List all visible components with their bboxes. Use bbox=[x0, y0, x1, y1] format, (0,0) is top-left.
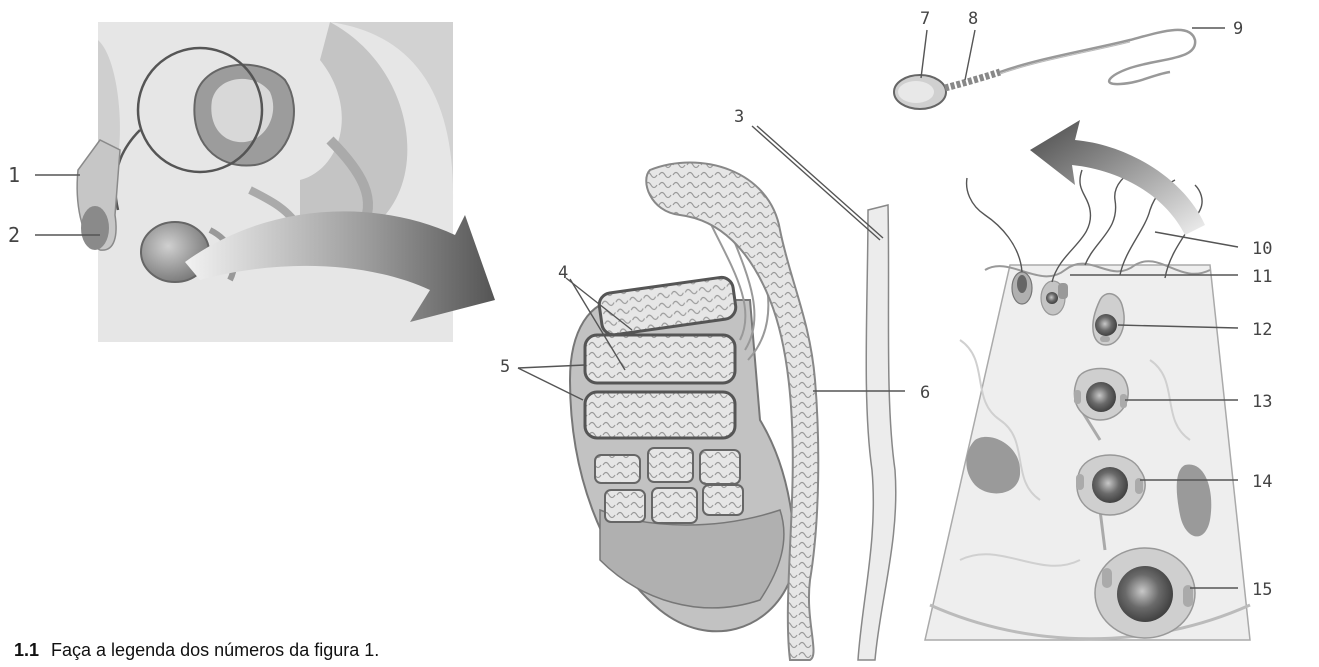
seminiferous-tubule-illustration bbox=[925, 165, 1250, 640]
label-12: 12 bbox=[1252, 320, 1272, 340]
label-8: 8 bbox=[968, 9, 978, 29]
label-4: 4 bbox=[558, 263, 568, 283]
label-11: 11 bbox=[1252, 267, 1272, 287]
label-1: 1 bbox=[8, 163, 20, 187]
question-1-1: 1.1 Faça a legenda dos números da figura … bbox=[14, 640, 379, 661]
label-7: 7 bbox=[920, 9, 930, 29]
label-2: 2 bbox=[8, 223, 20, 247]
label-5: 5 bbox=[500, 357, 510, 377]
label-15: 15 bbox=[1252, 580, 1272, 600]
spermatozoon-illustration bbox=[894, 30, 1195, 109]
label-6: 6 bbox=[920, 383, 930, 403]
label-13: 13 bbox=[1252, 392, 1272, 412]
testis-section-illustration bbox=[570, 163, 896, 661]
question-number: 1.1 bbox=[14, 640, 39, 660]
label-14: 14 bbox=[1252, 472, 1272, 492]
label-9: 9 bbox=[1233, 19, 1243, 39]
sagittal-section-illustration bbox=[77, 22, 453, 342]
question-text: Faça a legenda dos números da figura 1. bbox=[51, 640, 379, 660]
label-10: 10 bbox=[1252, 239, 1272, 259]
label-3: 3 bbox=[734, 107, 744, 127]
curved-arrow-up-icon bbox=[1030, 120, 1205, 235]
